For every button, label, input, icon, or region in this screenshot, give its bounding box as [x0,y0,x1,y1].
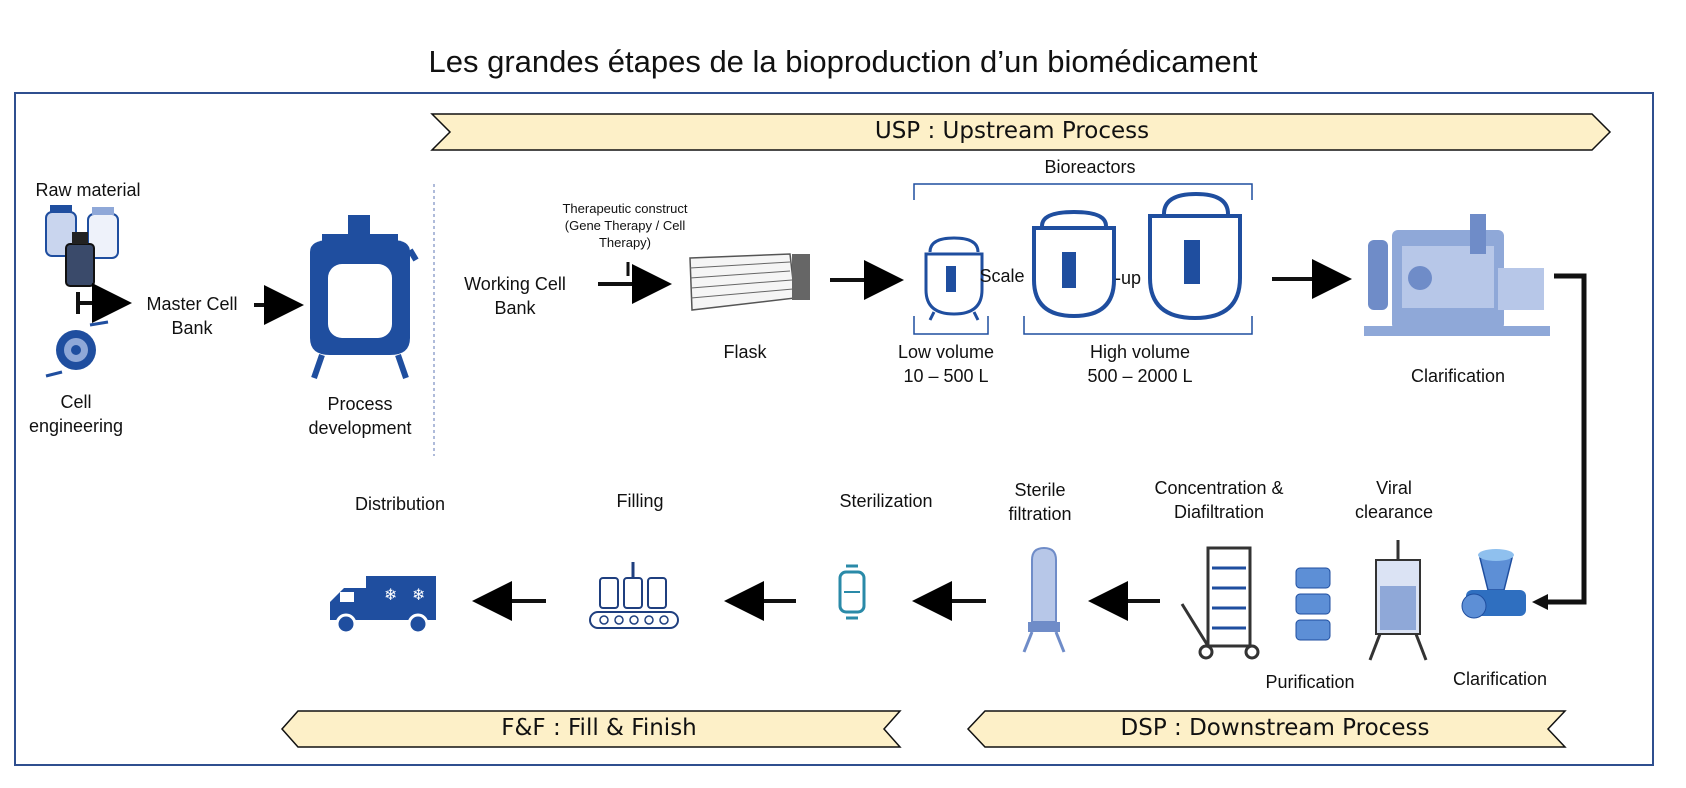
clarification-top-label: Clarification [1410,366,1506,386]
master-cell-bank-label: Master Cell Bank [146,294,238,338]
clarification-machine-icon [1364,214,1550,336]
centrifuge-icon [1461,549,1526,619]
bioreactors-label: Bioreactors [1044,157,1136,177]
sterilization-icon [838,564,866,620]
purification-icon [1295,567,1331,641]
truck-icon: ❄ ❄ [330,576,436,635]
ff-banner-label: F&F : Fill & Finish [501,715,697,741]
high-volume-label: High volume 500 – 2000 L [1087,342,1193,386]
cell-engineering-label: Cell engineering [28,392,124,436]
filling-label: Filling [616,491,664,511]
svg-text:❄: ❄ [412,585,425,604]
viral-clearance-label: Viral clearance [1354,478,1434,522]
cell-engineering-icon [45,320,109,378]
low-volume-label: Low volume 10 – 500 L [897,342,995,386]
filling-icon [589,562,679,629]
viral-clearance-icon [1368,540,1428,661]
usp-banner-label: USP : Upstream Process [874,118,1150,144]
concentration-label: Concentration & Diafiltration [1154,478,1284,522]
scale-label: Scale [979,266,1025,286]
bioreactor-large-icon [1148,191,1242,321]
usp-banner [430,113,1612,151]
bioreactors-bracket [913,183,1253,200]
dsp-banner [966,710,1567,748]
bioreactor-medium-icon [1032,209,1116,319]
diagram-frame [14,92,1654,766]
sterilization-label: Sterilization [839,491,933,511]
dsp-banner-label: DSP : Downstream Process [1120,715,1430,741]
sterile-filter-icon [1022,546,1066,653]
clarification-bottom-label: Clarification [1452,669,1548,689]
usp-dsp-connector [1544,273,1587,605]
up-label: -up [1114,268,1141,288]
raw-material-label: Raw material [35,180,141,200]
sterile-filtration-label: Sterile filtration [1008,480,1072,524]
ff-banner [280,710,902,748]
working-cell-bank-label: Working Cell Bank [464,274,566,318]
raw-material-icon [45,205,119,287]
process-vessel-icon [310,215,419,379]
flask-icon [689,253,810,311]
diafiltration-icon [1180,546,1260,660]
process-development-label: Process development [308,394,412,438]
svg-text:❄: ❄ [384,585,397,604]
distribution-label: Distribution [354,494,446,514]
flask-label: Flask [723,342,767,362]
therapeutic-construct-label: Therapeutic construct (Gene Therapy / Ce… [562,201,688,250]
bioreactor-small-icon [924,236,984,321]
purification-label: Purification [1265,672,1355,692]
page-title: Les grandes étapes de la bioproduction d… [428,44,1258,79]
